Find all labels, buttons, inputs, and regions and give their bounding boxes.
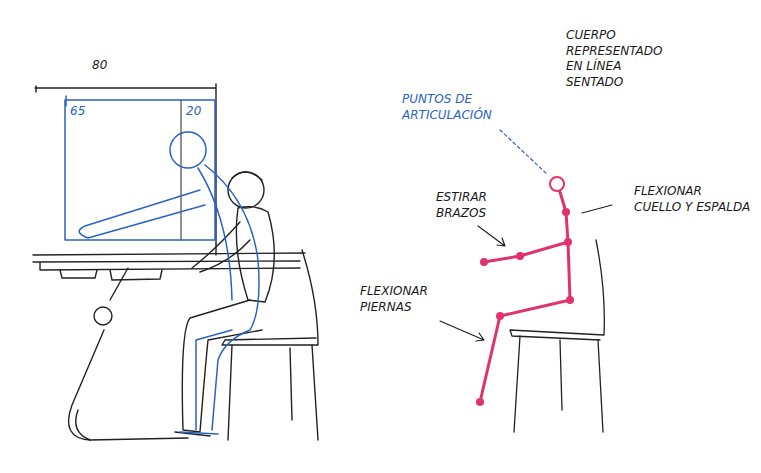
note-label: FLEXIONAR PIERNAS xyxy=(360,284,460,315)
dimension-label: 80 xyxy=(92,58,132,74)
note-label: CUERPO REPRESENTADO EN LÍNEA SENTADO xyxy=(566,28,678,90)
dimension-label: 65 xyxy=(70,104,100,120)
note-label: FLEXIONAR CUELLO Y ESPALDA xyxy=(634,184,752,215)
note-label: ESTIRAR BRAZOS xyxy=(436,190,508,221)
note-label: PUNTOS DE ARTICULACIÓN xyxy=(402,92,502,123)
dimension-label: 20 xyxy=(186,104,212,120)
